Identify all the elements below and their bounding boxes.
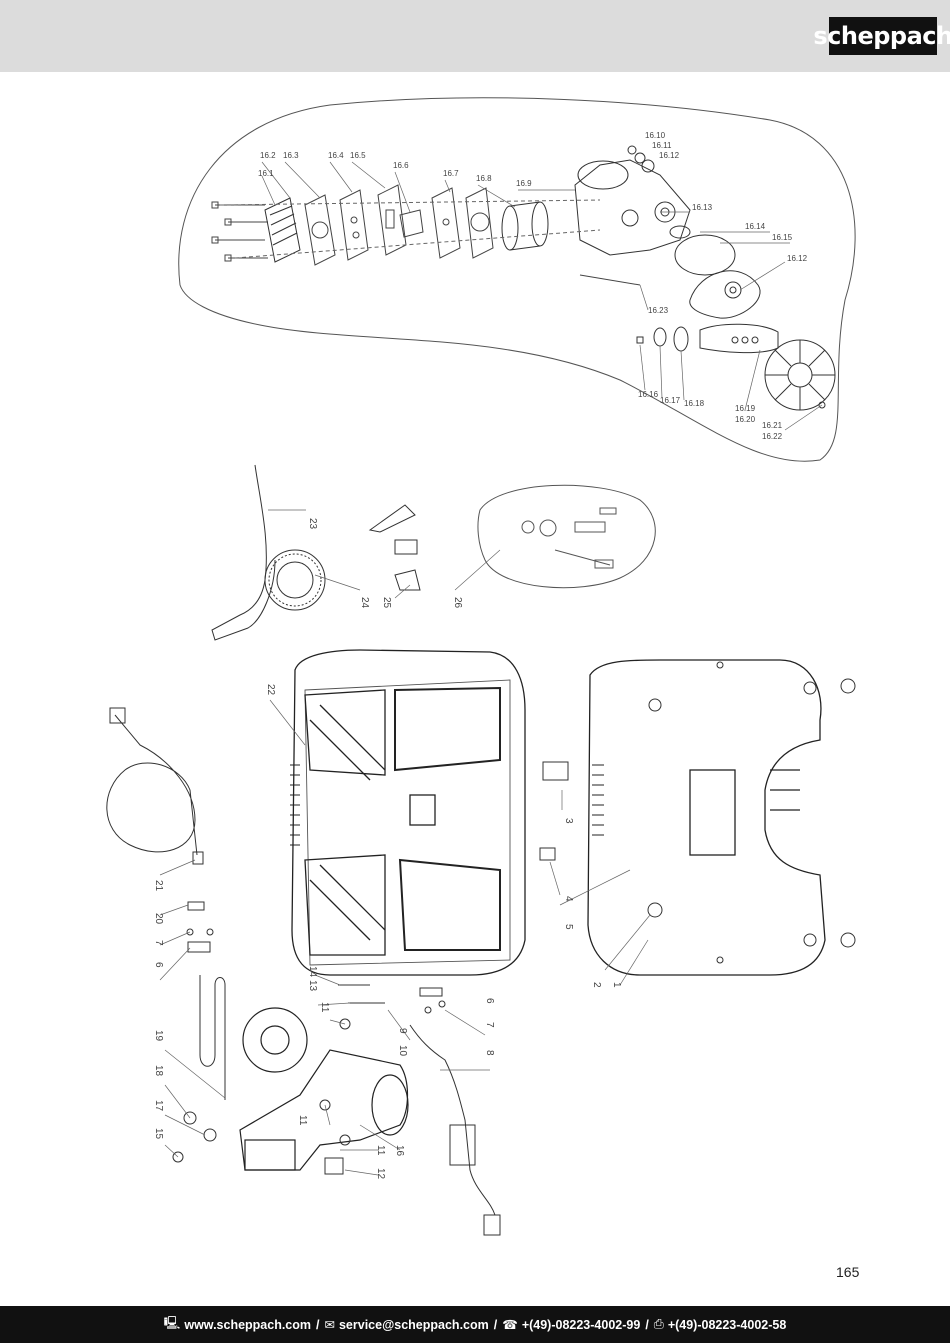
callout-16-1: 16.1 [258, 169, 274, 178]
contact-footer: 🖳 www.scheppach.com / ✉ service@scheppac… [0, 1306, 950, 1343]
callout-16-4: 16.4 [328, 151, 344, 160]
callout-16-15: 16.15 [772, 233, 793, 242]
pump-detail-outline [178, 97, 856, 462]
callout-16-11: 16.11 [652, 141, 672, 150]
separator: / [316, 1317, 320, 1332]
callout-8: 8 [484, 1050, 495, 1056]
callout-16-18: 16.18 [684, 399, 705, 408]
power-cord [409, 1024, 501, 1236]
callout-16-3: 16.3 [283, 151, 299, 160]
callout-14: 14 [307, 966, 318, 978]
housing-front-shell [291, 649, 526, 976]
callout-18: 18 [153, 1065, 164, 1077]
callout-16-20: 16.20 [735, 415, 756, 424]
callout-7b: 7 [484, 1022, 495, 1028]
callout-16-9: 16.9 [516, 179, 532, 188]
housing-front-vents [290, 764, 300, 846]
separator: / [493, 1317, 498, 1332]
callout-25: 25 [381, 597, 392, 609]
callout-22: 22 [265, 684, 276, 696]
crankcase [574, 159, 691, 256]
callout-16-19: 16.19 [735, 404, 756, 413]
email-link[interactable]: service@scheppach.com [338, 1317, 489, 1332]
callout-16-7: 16.7 [443, 169, 459, 178]
callout-16-16: 16.16 [638, 390, 659, 399]
air-gun-with-gauge [211, 464, 326, 641]
terminal-block [539, 847, 556, 861]
air-hose-coil [106, 707, 204, 865]
cylinder-sleeve [501, 201, 549, 251]
small-fasteners [319, 984, 446, 1175]
callout-4: 4 [563, 896, 574, 902]
exploded-parts-diagram: 16.1 16.2 16.3 16.4 16.5 16.6 16.7 16.8 … [106, 97, 856, 1236]
callout-16-14: 16.14 [745, 222, 766, 231]
housing-rear-vents [592, 764, 604, 836]
callout-16-5: 16.5 [350, 151, 366, 160]
callout-16-13: 16.13 [692, 203, 713, 212]
callout-15: 15 [153, 1128, 164, 1140]
callout-16: 16 [394, 1145, 405, 1157]
callout-6a: 6 [153, 962, 164, 968]
bolt-set [211, 201, 268, 262]
page-header: scheppach [0, 0, 950, 72]
callout-16-12b: 16.12 [787, 254, 808, 263]
callout-16-12a: 16.12 [659, 151, 680, 160]
bearing-parts [627, 145, 691, 239]
separator: / [645, 1317, 649, 1332]
callout-9: 9 [397, 1028, 408, 1034]
callout-24: 24 [359, 597, 370, 609]
hose-fittings [186, 901, 214, 953]
callout-11a: 11 [319, 1002, 330, 1013]
callout-16-23: 16.23 [648, 306, 669, 315]
envelope-icon: ✉ [324, 1318, 335, 1332]
callout-20: 20 [153, 913, 164, 925]
callout-16-6: 16.6 [393, 161, 409, 170]
computer-icon: 🖳 [163, 1316, 181, 1330]
callout-5: 5 [563, 924, 574, 930]
eccentric-cover [674, 234, 761, 319]
callout-10: 10 [397, 1045, 408, 1057]
callout-2: 2 [591, 982, 602, 988]
callout-6b: 6 [484, 998, 495, 1004]
callout-16-21: 16.21 [762, 421, 783, 430]
cylinder-head [264, 197, 301, 263]
callout-16-10: 16.10 [645, 131, 666, 140]
callout-3: 3 [563, 818, 574, 824]
pressure-pipe [172, 975, 226, 1163]
tie-rod [579, 274, 641, 286]
website-link[interactable]: www.scheppach.com [184, 1317, 312, 1332]
phone-icon: ☎ [502, 1318, 518, 1332]
motor-compressor-unit [239, 1007, 409, 1171]
rear-feet [647, 661, 856, 964]
page-number: 165 [836, 1264, 860, 1280]
callout-23: 23 [307, 518, 318, 530]
housing-rear-shell [587, 659, 826, 976]
callout-11b: 11 [297, 1115, 308, 1126]
callout-16-17: 16.17 [660, 396, 681, 405]
callout-21: 21 [153, 880, 164, 892]
callout-16-2: 16.2 [260, 151, 276, 160]
callout-1: 1 [611, 982, 622, 988]
accessory-kit-bubble [477, 484, 656, 589]
callout-19: 19 [153, 1030, 164, 1042]
callout-7a: 7 [153, 940, 164, 946]
callout-16-22: 16.22 [762, 432, 783, 441]
nozzle-adapters [368, 504, 421, 591]
scheppach-logo: scheppach [813, 17, 950, 55]
pressure-switch [542, 761, 569, 781]
callout-16-8: 16.8 [476, 174, 492, 183]
cooling-fan [764, 339, 836, 411]
fax-icon: ⎙ [653, 1317, 664, 1331]
callout-12: 12 [375, 1168, 386, 1180]
phone-number: +(49)-08223-4002-99 [521, 1317, 641, 1332]
callout-26: 26 [452, 597, 463, 609]
callout-11c: 11 [375, 1145, 386, 1156]
callout-13: 13 [307, 980, 318, 992]
valve-plates [304, 184, 494, 266]
callout-17: 17 [153, 1100, 164, 1112]
fax-number: +(49)-08223-4002-58 [667, 1317, 787, 1332]
connecting-rod [636, 323, 779, 354]
